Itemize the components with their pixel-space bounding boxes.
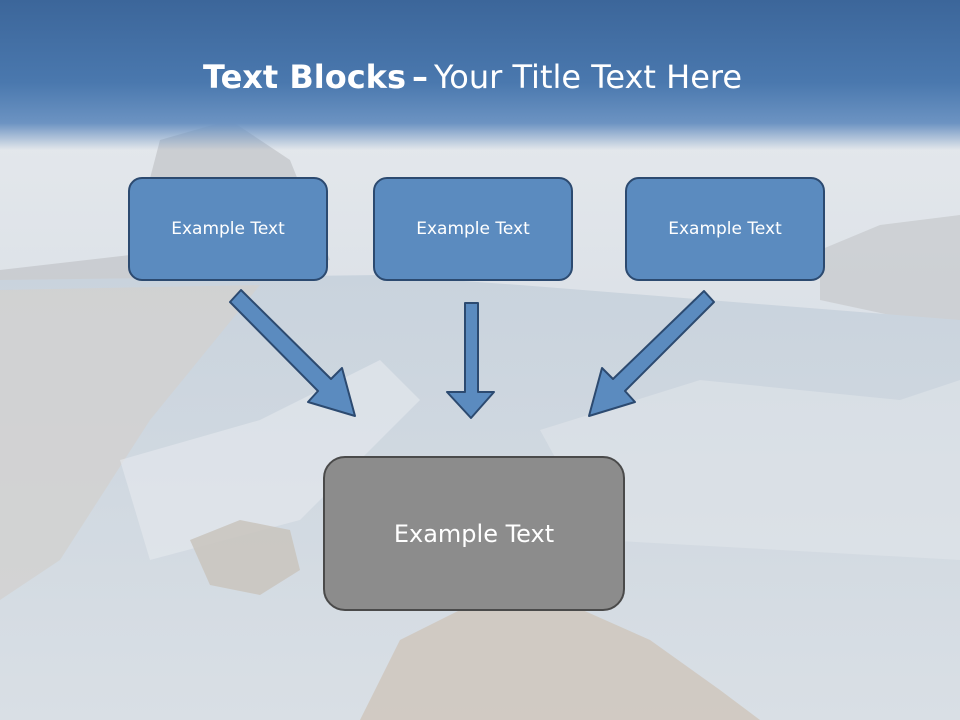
target-block-label: Example Text [393,519,555,548]
arrow-left-diagonal [229,289,356,417]
text-block-1[interactable]: Example Text [128,177,328,281]
title-dash: – [412,58,428,96]
text-block-3-label: Example Text [668,219,782,239]
arrow-right-diagonal [588,290,715,417]
arrow-center-down [446,302,495,419]
slide-title: Text Blocks–Your Title Text Here [203,52,742,102]
title-bold-part: Text Blocks [203,58,406,96]
text-block-2[interactable]: Example Text [373,177,573,281]
text-block-1-label: Example Text [171,219,285,239]
text-block-3[interactable]: Example Text [625,177,825,281]
title-regular-part: Your Title Text Here [434,58,743,96]
title-bar [0,0,960,150]
target-block[interactable]: Example Text [323,456,625,611]
text-block-2-label: Example Text [416,219,530,239]
